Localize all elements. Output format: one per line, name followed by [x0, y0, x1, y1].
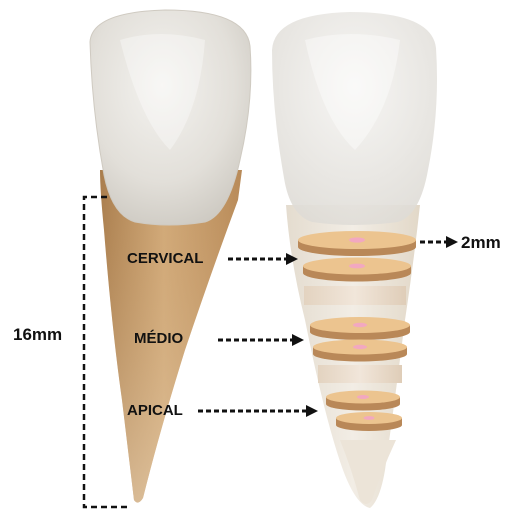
- dentin-disc-icon: [336, 412, 402, 431]
- cervical-label: CERVICAL: [127, 250, 203, 267]
- pulp-canal-icon: [357, 395, 369, 399]
- ghost-slice: [318, 365, 402, 383]
- dentin-disc-icon: [326, 391, 400, 411]
- length-label: 16mm: [13, 325, 62, 345]
- ghost-slice: [304, 286, 406, 305]
- medio-label: MÉDIO: [134, 330, 183, 347]
- pulp-canal-icon: [353, 323, 367, 328]
- dentin-discs: [298, 231, 416, 431]
- pulp-canal-icon: [353, 345, 367, 349]
- dentin-disc-icon: [303, 258, 411, 282]
- dentin-disc-icon: [298, 231, 416, 256]
- pulp-canal-icon: [349, 237, 365, 242]
- pulp-canal-icon: [364, 416, 375, 420]
- apical-label: APICAL: [127, 402, 183, 419]
- pulp-canal-icon: [349, 264, 365, 269]
- dentin-disc-icon: [313, 340, 407, 362]
- dentin-disc-icon: [310, 317, 410, 340]
- thickness-label: 2mm: [461, 233, 501, 253]
